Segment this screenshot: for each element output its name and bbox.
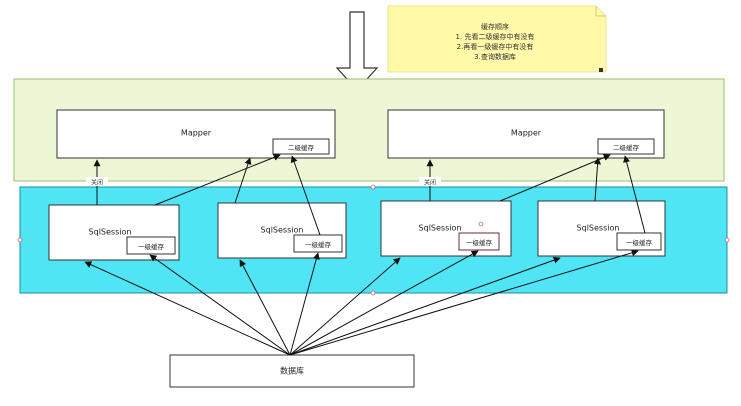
first-level-cache-label: 一级缓存 xyxy=(138,243,164,251)
first-level-cache-label: 一级缓存 xyxy=(626,239,652,247)
cache-arrow xyxy=(499,154,611,202)
first-level-cache-selection-outline xyxy=(458,232,500,251)
cache-arrow xyxy=(154,154,281,206)
db-arrow xyxy=(84,261,291,356)
mapper-label: Mapper xyxy=(180,128,212,138)
cache-arrow xyxy=(234,157,252,204)
cache-order-note-text: 缓存顺序 1. 先看二级缓存中有没有 2.再看一级缓存中有没有 3.查询数据库 xyxy=(392,22,598,62)
second-level-cache-label: 二级缓存 xyxy=(288,144,314,152)
first-level-cache-label: 一级缓存 xyxy=(466,239,492,247)
selection-handle[interactable] xyxy=(17,237,23,243)
db-arrow xyxy=(289,257,401,356)
second-level-cache-box-2[interactable] xyxy=(597,138,655,155)
close-label: 关闭 xyxy=(90,179,104,187)
sqlsession-label: SqlSession xyxy=(418,223,462,233)
close-label-bg xyxy=(419,177,441,186)
close-label: 关闭 xyxy=(423,179,437,187)
close-label-bg xyxy=(86,177,108,186)
cache-arrow xyxy=(594,157,602,202)
selection-handle[interactable] xyxy=(370,184,376,190)
sqlsession-label: SqlSession xyxy=(260,225,304,235)
db-arrow xyxy=(149,254,291,356)
cache-arrow xyxy=(623,155,646,234)
cache-order-note xyxy=(387,5,607,73)
second-level-cache-box-1[interactable] xyxy=(272,138,330,155)
mapper-label: Mapper xyxy=(510,128,542,138)
note-line: 2.再看一级缓存中有没有 xyxy=(456,43,534,51)
db-arrow xyxy=(289,250,479,356)
first-level-cache-box-2[interactable] xyxy=(293,234,343,253)
first-level-cache-box-1[interactable] xyxy=(126,236,176,255)
rotate-handle[interactable] xyxy=(478,221,484,227)
note-line: 3.查询数据库 xyxy=(474,53,516,61)
note-anchor[interactable] xyxy=(599,68,603,72)
second-level-cache-label: 二级缓存 xyxy=(613,144,639,152)
database-label: 数据库 xyxy=(280,366,304,376)
db-arrow xyxy=(289,249,639,356)
cache-arrow xyxy=(290,155,321,236)
db-arrow xyxy=(239,259,291,356)
sqlsession-label: SqlSession xyxy=(88,227,132,237)
note-fold xyxy=(595,6,606,17)
note-line: 1. 先看二级缓存中有没有 xyxy=(455,33,535,41)
db-arrow xyxy=(289,256,561,356)
selection-handle[interactable] xyxy=(724,237,730,243)
first-level-cache-label: 一级缓存 xyxy=(305,241,331,249)
note-title: 缓存顺序 xyxy=(481,23,509,31)
selection-handle[interactable] xyxy=(370,290,376,296)
first-level-cache-box-4[interactable] xyxy=(616,232,662,251)
database-box[interactable] xyxy=(169,354,415,388)
sqlsession-label: SqlSession xyxy=(576,223,620,233)
db-arrow xyxy=(289,252,320,356)
entry-down-arrow xyxy=(335,11,379,91)
